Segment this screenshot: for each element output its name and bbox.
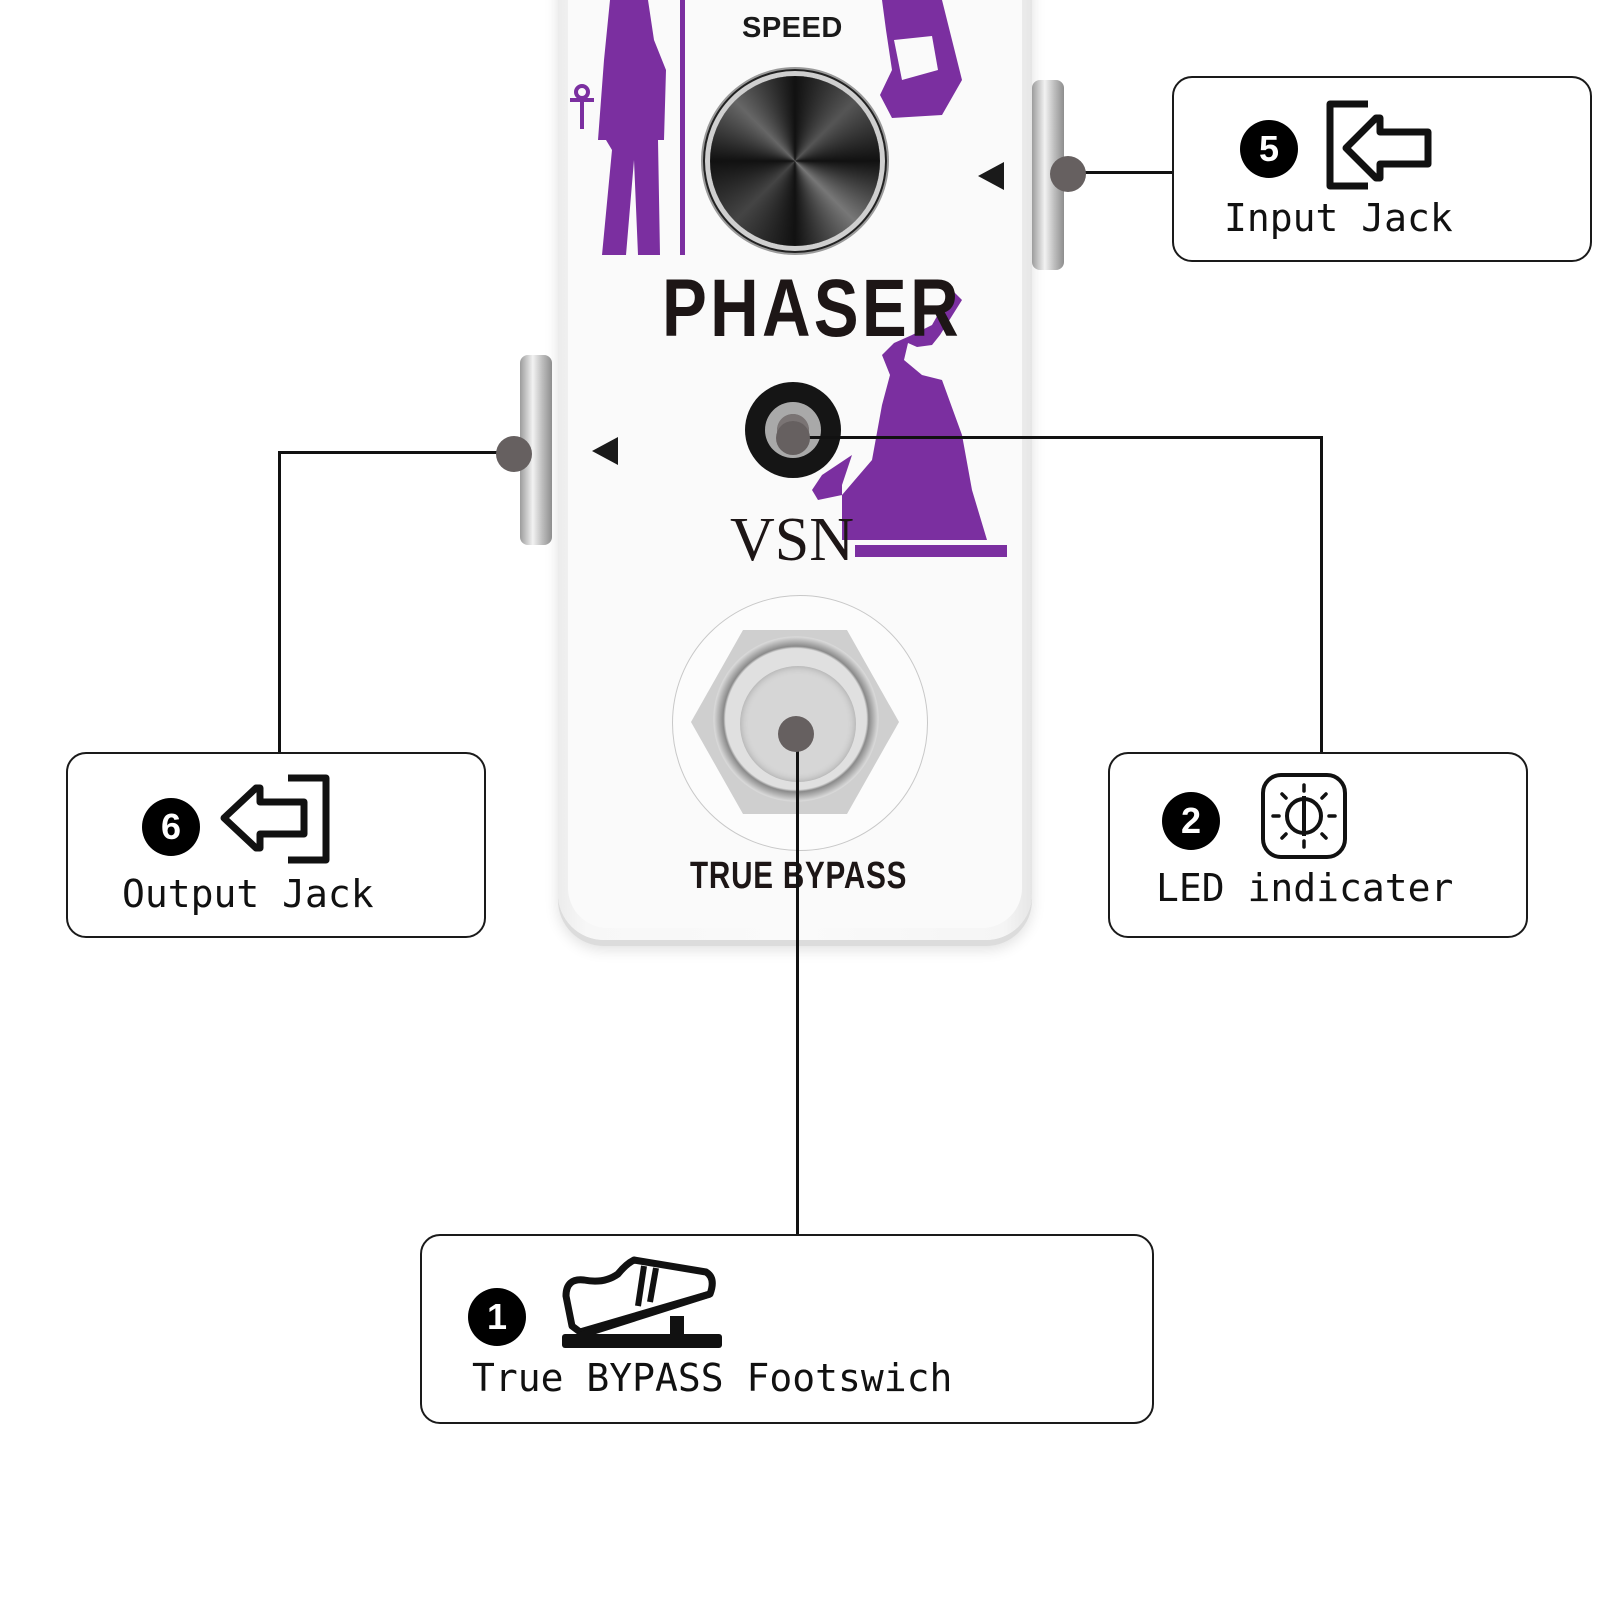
callout-label: LED indicater [1156, 866, 1454, 910]
speed-knob[interactable] [710, 76, 880, 246]
callout-input-jack: 5 Input Jack [1172, 76, 1592, 262]
leader-line-output-vertical [278, 451, 281, 752]
callout-label: Input Jack [1224, 196, 1453, 240]
speed-knob-label: SPEED [742, 12, 843, 44]
egyptian-figure-art [570, 0, 685, 255]
leader-line-output [278, 451, 514, 454]
callout-number-badge: 1 [468, 1288, 526, 1346]
callout-led-indicator: 2 LED indicater [1108, 752, 1528, 938]
leader-line-input [1070, 171, 1176, 174]
callout-number-badge: 5 [1240, 120, 1298, 178]
callout-number-badge: 6 [142, 798, 200, 856]
anchor-dot-output [496, 436, 532, 472]
anchor-dot-input [1050, 156, 1086, 192]
brand-logo: VSN [730, 506, 855, 574]
leader-line-led-vertical [1320, 436, 1323, 752]
input-jack-icon [1326, 100, 1432, 190]
figure-art-top-right [880, 0, 962, 118]
anchor-dot-footswitch [778, 716, 814, 752]
callout-number-badge: 2 [1162, 792, 1220, 850]
leader-line-led [798, 436, 1323, 439]
accent-bar [855, 545, 1007, 557]
output-jack-icon [220, 774, 330, 864]
callout-footswitch: 1 True BYPASS Footswich [420, 1234, 1154, 1424]
led-bulb-icon [1261, 773, 1347, 859]
callout-label: Output Jack [122, 872, 374, 916]
leader-line-footswitch [796, 734, 799, 1234]
anchor-dot-led [776, 421, 810, 455]
callout-label: True BYPASS Footswich [472, 1356, 953, 1400]
triangle-left-icon [978, 162, 1004, 190]
model-name: PHASER [662, 263, 962, 354]
blacksmith-figure-art [812, 290, 987, 540]
callout-output-jack: 6 Output Jack [66, 752, 486, 938]
foot-pedal-icon [562, 1256, 722, 1348]
triangle-left-icon [592, 437, 618, 465]
